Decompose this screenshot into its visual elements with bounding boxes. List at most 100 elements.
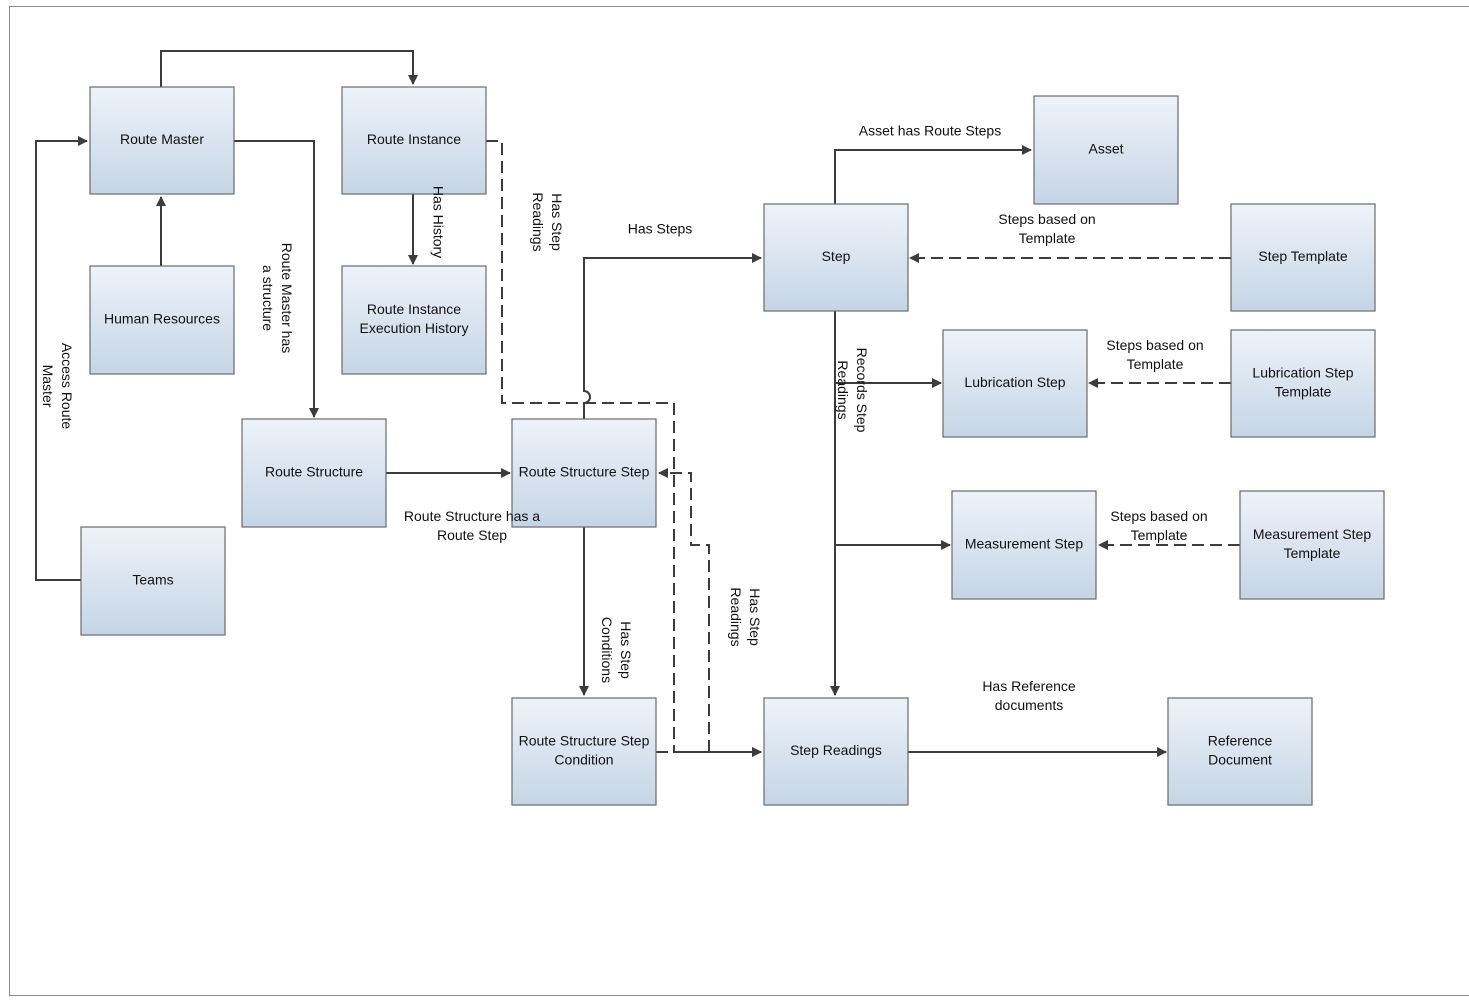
label-has-steps: Has Steps	[628, 221, 693, 237]
label-steps-based-on-template-3-group: Steps based on Template	[1110, 508, 1207, 543]
node-lubrication-step-template-text: Lubrication Step	[1252, 365, 1353, 381]
node-route-instance-execution-history-text: Route Instance	[367, 301, 461, 317]
label-route-structure-has-route-step-text: Route Step	[437, 527, 507, 543]
node-step-readings[interactable]: Step Readings	[763, 697, 909, 806]
label-asset-has-route-steps-text: Asset has Route Steps	[859, 123, 1001, 139]
edge-route-master-to-route-instance	[160, 50, 418, 87]
node-teams-box	[80, 526, 226, 636]
node-route-master-box	[89, 86, 235, 195]
label-has-reference-documents-text: Has Reference	[982, 678, 1076, 694]
label-route-master-has-structure-text: a structure	[260, 265, 276, 331]
label-access-route-master-text: Master	[40, 365, 56, 408]
node-teams[interactable]: Teams	[80, 526, 226, 636]
node-route-master[interactable]: Route Master	[89, 86, 235, 195]
node-reference-document-text: Reference	[1208, 733, 1273, 749]
node-reference-document-box	[1167, 697, 1313, 806]
label-route-structure-has-route-step-group: Route Structure has a Route Step	[404, 508, 540, 543]
edge-route-master-to-route-structure	[234, 140, 319, 418]
node-route-master-text: Route Master	[120, 131, 204, 147]
node-measurement-step-template-box	[1239, 490, 1385, 600]
node-step-readings-text: Step Readings	[790, 742, 882, 758]
node-lubrication-step-template-text: Template	[1275, 384, 1332, 400]
dashed-connectors	[486, 140, 1240, 757]
label-has-steps-group: Has Steps	[628, 221, 693, 237]
node-lubrication-step-template-box	[1230, 329, 1376, 438]
label-steps-based-on-template-3: Steps based on Template	[1110, 508, 1207, 543]
node-measurement-step[interactable]: Measurement Step	[951, 490, 1097, 600]
node-route-instance-text: Route Instance	[367, 131, 461, 147]
label-has-step-conditions-text: Has Step	[618, 621, 634, 679]
node-measurement-step-box	[951, 490, 1097, 600]
node-route-instance-execution-history-box	[341, 265, 487, 375]
node-asset-text: Asset	[1088, 141, 1123, 157]
label-has-step-readings-bottom-text: Readings	[728, 587, 744, 646]
node-asset[interactable]: Asset	[1033, 95, 1179, 205]
label-steps-based-on-template-1-group: Steps based on Template	[998, 211, 1095, 246]
label-records-step-readings-text: Records Step	[854, 348, 870, 433]
node-step[interactable]: Step	[763, 203, 909, 312]
node-route-structure-box	[241, 418, 387, 528]
label-asset-has-route-steps: Asset has Route Steps	[859, 123, 1001, 139]
node-route-structure-step[interactable]: Route Structure Step	[511, 418, 657, 528]
label-has-history-text: Has History	[430, 186, 446, 258]
node-route-instance[interactable]: Route Instance	[341, 86, 487, 195]
page-frame	[9, 6, 1469, 996]
node-route-structure-step-condition-text: Route Structure Step	[519, 733, 650, 749]
node-human-resources[interactable]: Human Resources	[89, 265, 235, 375]
node-human-resources-text: Human Resources	[104, 311, 220, 327]
label-has-step-readings-bottom-text: Has Step	[747, 588, 763, 646]
node-measurement-step-template-text: Measurement Step	[1253, 526, 1371, 542]
label-steps-based-on-template-2: Steps based on Template	[1106, 337, 1203, 372]
label-steps-based-on-template-1: Steps based on Template	[998, 211, 1095, 246]
edge-route-structure-step-to-step	[583, 253, 762, 419]
label-route-structure-has-route-step-text: Route Structure has a	[404, 508, 540, 524]
node-measurement-step-text: Measurement Step	[965, 536, 1083, 552]
label-steps-based-on-template-3-text: Template	[1131, 527, 1188, 543]
node-step-readings-box	[763, 697, 909, 806]
node-route-structure-step-text: Route Structure Step	[519, 464, 650, 480]
node-step-box	[763, 203, 909, 312]
label-access-route-master-text: Access Route	[59, 343, 75, 430]
label-steps-based-on-template-2-group: Steps based on Template	[1106, 337, 1203, 372]
label-steps-based-on-template-1-text: Steps based on	[998, 211, 1095, 227]
node-step-template-box	[1230, 203, 1376, 312]
node-lubrication-step-box	[942, 329, 1088, 438]
node-route-structure-step-condition-text: Condition	[554, 752, 613, 768]
label-steps-based-on-template-1-text: Template	[1019, 230, 1076, 246]
node-teams-text: Teams	[132, 572, 173, 588]
label-steps-based-on-template-3-text: Steps based on	[1110, 508, 1207, 524]
label-has-step-readings-top-text: Has Step	[549, 193, 565, 251]
node-route-structure[interactable]: Route Structure	[241, 418, 387, 528]
dashed-edge-route-instance-to-step-readings	[486, 140, 762, 757]
label-asset-has-route-steps-group: Asset has Route Steps	[859, 123, 1001, 139]
node-step-template[interactable]: Step Template	[1230, 203, 1376, 312]
label-has-step-readings-top-text: Readings	[530, 192, 546, 251]
node-route-instance-box	[341, 86, 487, 195]
node-lubrication-step-text: Lubrication Step	[964, 374, 1065, 390]
label-steps-based-on-template-2-text: Steps based on	[1106, 337, 1203, 353]
label-has-steps-text: Has Steps	[628, 221, 693, 237]
node-step-text: Step	[822, 248, 851, 264]
node-lubrication-step[interactable]: Lubrication Step	[942, 329, 1088, 438]
label-steps-based-on-template-2-text: Template	[1127, 356, 1184, 372]
node-route-instance-execution-history-text: Execution History	[360, 320, 469, 336]
connectors	[35, 50, 1167, 757]
